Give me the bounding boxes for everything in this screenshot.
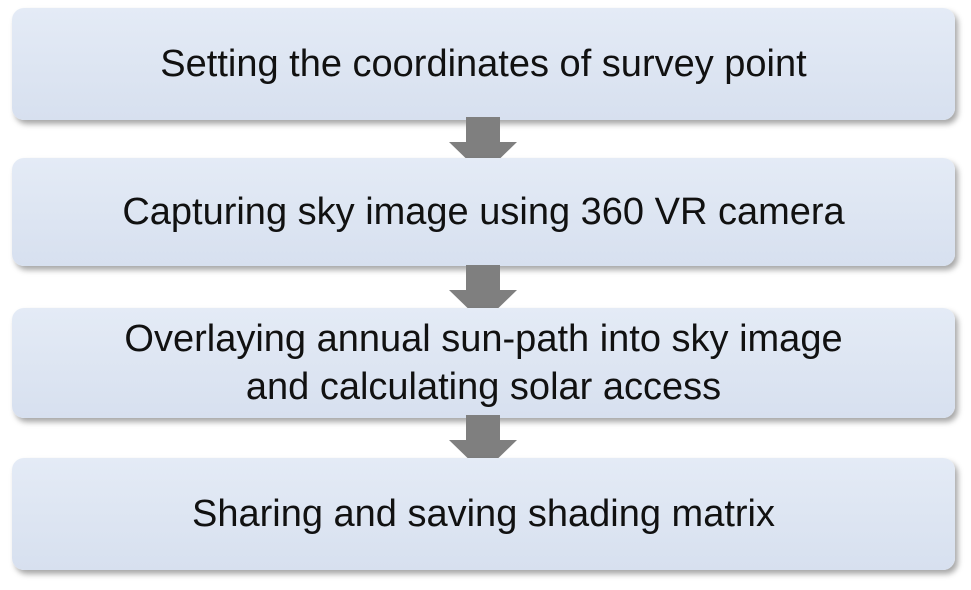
down-arrow-icon — [449, 415, 517, 473]
down-arrow-icon — [449, 117, 517, 175]
step-3-label: Overlaying annual sun-path into sky imag… — [124, 318, 843, 408]
step-4-box: Sharing and saving shading matrix — [12, 458, 955, 570]
step-2-box: Capturing sky image using 360 VR camera — [12, 158, 955, 266]
step-3-box: Overlaying annual sun-path into sky imag… — [12, 308, 955, 418]
step-1-box: Setting the coordinates of survey point — [12, 8, 955, 120]
step-1-label: Setting the coordinates of survey point — [160, 43, 807, 85]
step-4-label: Sharing and saving shading matrix — [191, 493, 775, 535]
down-arrow-icon — [449, 265, 517, 323]
step-2-label: Capturing sky image using 360 VR camera — [122, 191, 845, 233]
